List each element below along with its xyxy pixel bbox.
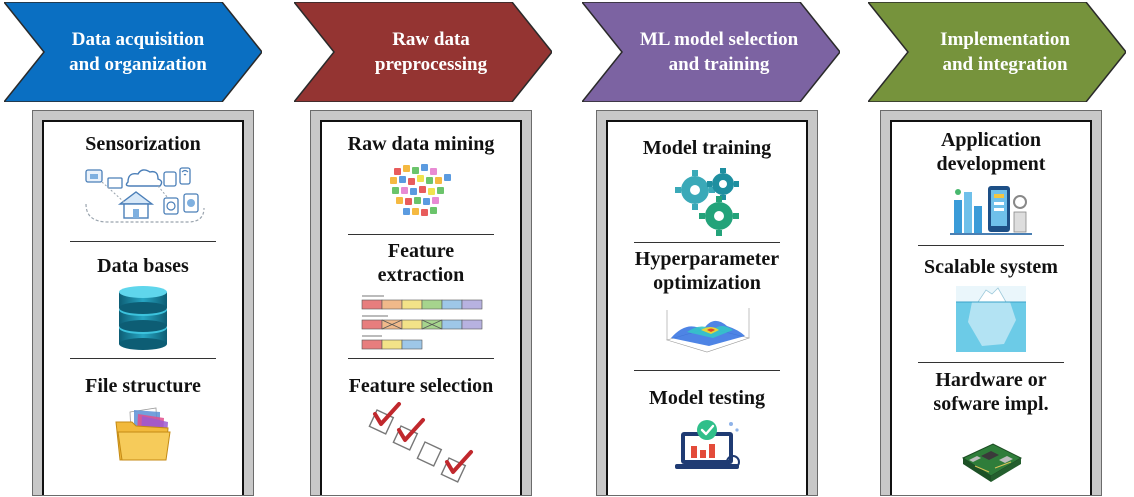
item-label: Model testing xyxy=(648,387,766,409)
chevron-arrow-shape xyxy=(294,2,552,102)
gears-icon xyxy=(675,168,739,236)
item-label: Scalable system xyxy=(924,256,1058,278)
stage-title-line: Raw data xyxy=(392,29,470,50)
stage-title-line: and integration xyxy=(942,54,1068,75)
chevron-arrow-shape xyxy=(4,2,262,102)
item-label: optimization xyxy=(653,272,761,294)
stage-title: Raw data preprocessing xyxy=(294,2,552,102)
separator xyxy=(634,242,780,243)
stage-title-line: and organization xyxy=(69,54,207,75)
item-application-development: Application development xyxy=(892,128,1090,176)
stage-panel: Application development Scalable s xyxy=(880,110,1102,496)
item-model-testing: Model testing xyxy=(608,386,806,410)
stage-title: ML model selection and training xyxy=(582,2,840,102)
separator xyxy=(634,370,780,371)
stage-chevron: ML model selection and training xyxy=(582,2,840,102)
stage-chevron: Raw data preprocessing xyxy=(294,2,552,102)
item-scalable-system: Scalable system xyxy=(892,255,1090,279)
item-label: development xyxy=(936,153,1046,175)
stage-chevron: Data acquisition and organization xyxy=(4,2,262,102)
stage-panel-inner: Sensorization xyxy=(42,120,244,495)
app-dev-icon xyxy=(950,186,1032,235)
separator xyxy=(918,245,1064,246)
chevron-arrow-shape xyxy=(868,2,1126,102)
iot-network-icon xyxy=(85,167,205,223)
separator xyxy=(70,241,216,242)
stage-panel-inner: Model training xyxy=(606,120,808,495)
item-sensorization: Sensorization xyxy=(44,132,242,156)
stage-chevron: Implementation and integration xyxy=(868,2,1126,102)
separator xyxy=(348,358,494,359)
item-label: Data bases xyxy=(97,255,189,277)
stage-title: Implementation and integration xyxy=(868,2,1126,102)
surface-plot-icon xyxy=(665,308,751,353)
item-label: sofware impl. xyxy=(933,393,1049,415)
item-label: Feature selection xyxy=(348,375,494,397)
circuit-board-icon xyxy=(961,443,1023,482)
stage-panel-inner: Application development Scalable s xyxy=(890,120,1092,495)
stage-title-line: ML model selection xyxy=(639,29,799,50)
stage-panel-inner: Raw data mining xyxy=(320,120,522,495)
item-hardware-software: Hardware or sofware impl. xyxy=(892,368,1090,416)
iceberg-icon xyxy=(956,286,1026,352)
item-label: Model training xyxy=(642,137,772,159)
stage-panel: Sensorization xyxy=(32,110,254,496)
item-model-training: Model training xyxy=(608,136,806,160)
item-label: Feature xyxy=(387,240,455,262)
stage-ml-model-selection: ML model selection and training Model tr… xyxy=(582,0,840,497)
stage-title-line: preprocessing xyxy=(374,54,488,75)
stage-title-line: Data acquisition xyxy=(71,29,205,50)
stage-title-line: and training xyxy=(668,54,770,75)
item-data-bases: Data bases xyxy=(44,254,242,278)
item-raw-data-mining: Raw data mining xyxy=(322,132,520,156)
laptop-test-icon xyxy=(675,420,740,469)
item-label: Sensorization xyxy=(85,133,201,155)
stage-panel: Raw data mining xyxy=(310,110,532,496)
item-label: extraction xyxy=(377,264,465,286)
database-icon xyxy=(119,286,167,350)
item-label: Raw data mining xyxy=(347,133,495,155)
data-cloud-icon xyxy=(390,164,451,216)
stage-raw-data-preprocessing: Raw data preprocessing Raw data mining xyxy=(294,0,552,497)
item-label: Application xyxy=(940,129,1042,151)
item-feature-selection: Feature selection xyxy=(322,374,520,398)
item-file-structure: File structure xyxy=(44,374,242,398)
chevron-arrow-shape xyxy=(582,2,840,102)
separator xyxy=(348,234,494,235)
item-hyperparameter-optimization: Hyperparameter optimization xyxy=(608,247,806,295)
stage-implementation: Implementation and integration Applicati… xyxy=(868,0,1126,497)
item-label: Hyperparameter xyxy=(634,248,780,270)
item-label: File structure xyxy=(85,375,201,397)
separator xyxy=(918,362,1064,363)
folder-icon xyxy=(115,407,171,461)
item-label: Hardware or xyxy=(935,369,1047,391)
item-feature-extraction: Feature extraction xyxy=(322,239,520,287)
stage-panel: Model training xyxy=(596,110,818,496)
separator xyxy=(70,358,216,359)
feature-bars-icon xyxy=(361,295,483,350)
stage-title-line: Implementation xyxy=(940,29,1070,50)
stage-title: Data acquisition and organization xyxy=(4,2,262,102)
checklist-icon xyxy=(368,402,473,483)
stage-data-acquisition: Data acquisition and organization Sensor… xyxy=(4,0,262,497)
